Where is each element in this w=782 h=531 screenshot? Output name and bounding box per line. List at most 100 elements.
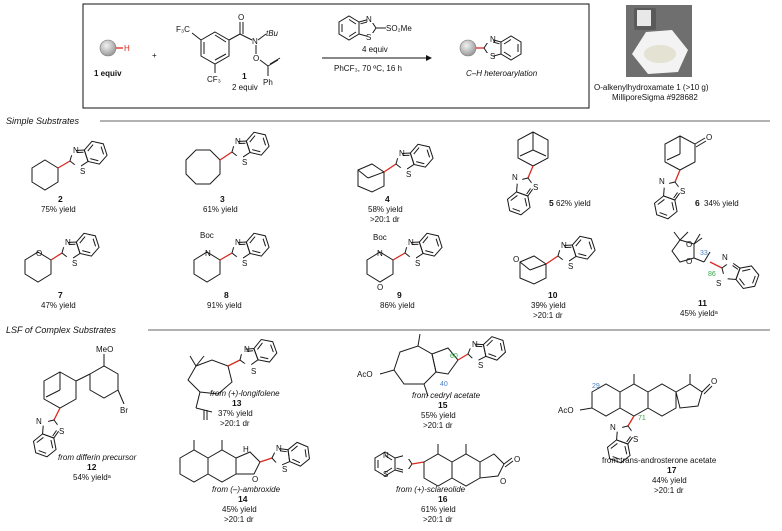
structure-13 bbox=[187, 334, 280, 420]
label-29: 29 bbox=[592, 383, 600, 390]
compound-6-number: 6 bbox=[695, 198, 700, 208]
section-lsf-title: LSF of Complex Substrates bbox=[6, 325, 116, 335]
meo-12: MeO bbox=[96, 345, 113, 354]
compound-9-number: 9 bbox=[397, 290, 402, 300]
reagent-cf3-bottom: CF₃ bbox=[207, 75, 221, 84]
het-reagent-structure bbox=[338, 14, 386, 42]
structure-4 bbox=[357, 139, 436, 193]
het-reagent-so2me: SO₂Me bbox=[386, 24, 412, 33]
compound-16-yield: 61% yield bbox=[421, 505, 456, 514]
nring-9: N bbox=[377, 249, 383, 258]
n-7: N bbox=[65, 238, 71, 247]
label-40: 40 bbox=[440, 381, 448, 388]
compound-2-number: 2 bbox=[58, 194, 63, 204]
structure-7 bbox=[24, 228, 102, 283]
structure-3 bbox=[185, 127, 272, 185]
reagent-number: 1 bbox=[242, 71, 247, 81]
plus-sign: + bbox=[152, 51, 157, 60]
compound-17-source: from trans-androsterone acetate bbox=[602, 456, 717, 465]
reagent-1-structure bbox=[191, 22, 281, 76]
compound-13-yield: 37% yield bbox=[218, 409, 253, 418]
s-10: S bbox=[568, 262, 573, 271]
reagent-cf3-top: F₃C bbox=[176, 25, 190, 34]
n-15: N bbox=[472, 340, 478, 349]
product-n: N bbox=[490, 35, 496, 44]
compound-13-number: 13 bbox=[232, 398, 242, 408]
n-10: N bbox=[561, 241, 567, 250]
compound-13-source: from (+)-longifolene bbox=[210, 389, 280, 398]
compound-10-yield: 39% yield bbox=[531, 301, 566, 310]
reagent-photo bbox=[626, 5, 692, 77]
compound-4-dr: >20:1 dr bbox=[370, 215, 400, 224]
s-15: S bbox=[478, 361, 483, 370]
s-4: S bbox=[406, 170, 411, 179]
structure-2 bbox=[31, 136, 110, 191]
het-reagent-n: N bbox=[366, 15, 372, 24]
structure-12 bbox=[28, 354, 125, 460]
n-2: N bbox=[73, 146, 79, 155]
compound-7-number: 7 bbox=[58, 290, 63, 300]
s-7: S bbox=[72, 259, 77, 268]
label-86: 86 bbox=[708, 271, 716, 278]
o-16a: O bbox=[514, 455, 520, 464]
compound-16-number: 16 bbox=[438, 494, 448, 504]
s-11: S bbox=[716, 279, 721, 288]
scheme-box bbox=[82, 3, 590, 109]
s-17: S bbox=[633, 435, 638, 444]
n-14: N bbox=[276, 444, 282, 453]
br-12: Br bbox=[120, 406, 128, 415]
reaction-arrow bbox=[322, 55, 432, 61]
n-3: N bbox=[235, 137, 241, 146]
label-71: 71 bbox=[638, 415, 646, 422]
photo-caption-1: O-alkenylhydroxamate 1 (>10 g) bbox=[594, 83, 709, 92]
structure-11 bbox=[671, 231, 762, 294]
compound-17-dr: >20:1 dr bbox=[654, 486, 684, 495]
compound-16-source: from (+)-sclareolide bbox=[396, 485, 466, 494]
s-3: S bbox=[242, 158, 247, 167]
compound-12-number: 12 bbox=[87, 462, 97, 472]
n-6: N bbox=[659, 177, 665, 186]
compound-8-yield: 91% yield bbox=[207, 301, 242, 310]
structure-16 bbox=[374, 444, 514, 487]
compound-15-dr: >20:1 dr bbox=[423, 421, 453, 430]
structure-14 bbox=[179, 439, 311, 483]
structure-15 bbox=[379, 333, 508, 397]
o-11a: O bbox=[686, 240, 692, 249]
structure-10 bbox=[519, 231, 598, 285]
compound-5-yield: 62% yield bbox=[556, 199, 591, 208]
compound-10-dr: >20:1 dr bbox=[533, 311, 563, 320]
o-6: O bbox=[706, 133, 712, 142]
compound-12-source: from differin precursor bbox=[58, 453, 137, 462]
substrate-ball-icon bbox=[99, 39, 123, 57]
o-17: O bbox=[711, 377, 717, 386]
o-16b: O bbox=[500, 477, 506, 486]
reagent-n: N bbox=[252, 37, 258, 46]
compound-6-yield: 34% yield bbox=[704, 199, 739, 208]
compound-14-yield: 45% yield bbox=[222, 505, 257, 514]
s-16: S bbox=[383, 470, 388, 479]
compound-15-yield: 55% yield bbox=[421, 411, 456, 420]
compound-17-yield: 44% yield bbox=[652, 476, 687, 485]
compound-14-dr: >20:1 dr bbox=[224, 515, 254, 524]
compound-4-yield: 58% yield bbox=[368, 205, 403, 214]
het-reagent-equiv: 4 equiv bbox=[362, 45, 388, 54]
n-13: N bbox=[244, 345, 250, 354]
compound-14-number: 14 bbox=[238, 494, 248, 504]
compound-11-yield: 45% yieldᵃ bbox=[680, 309, 719, 318]
label-60: 60 bbox=[450, 353, 458, 360]
n-16: N bbox=[383, 451, 389, 460]
s-2: S bbox=[80, 167, 85, 176]
s-5: S bbox=[533, 183, 538, 192]
compound-16-dr: >20:1 dr bbox=[423, 515, 453, 524]
compound-5-number: 5 bbox=[549, 198, 554, 208]
s-14: S bbox=[282, 465, 287, 474]
reagent-tbu: tBu bbox=[266, 29, 279, 38]
s-12: S bbox=[59, 427, 64, 436]
het-reagent-s: S bbox=[366, 33, 371, 42]
compound-9-yield: 86% yield bbox=[380, 301, 415, 310]
n-4: N bbox=[399, 149, 405, 158]
structure-5 bbox=[502, 131, 549, 218]
section-simple-title: Simple Substrates bbox=[6, 116, 80, 126]
n-11: N bbox=[722, 253, 728, 262]
